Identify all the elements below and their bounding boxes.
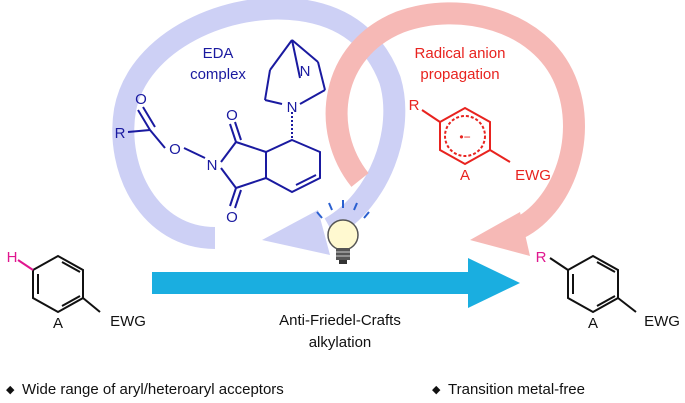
feature-item-1: ◆ Wide range of aryl/heteroaryl acceptor… xyxy=(6,381,284,398)
radical-title-line1: Radical anion xyxy=(415,45,506,62)
product-a-label: A xyxy=(588,315,598,332)
radical-r-label: R xyxy=(409,97,420,114)
feature-bullet-1: ◆ xyxy=(6,384,15,396)
product-structure xyxy=(549,254,637,314)
eda-title-line2: complex xyxy=(190,66,246,83)
radical-title-line2: propagation xyxy=(420,66,499,83)
radical-anion-structure xyxy=(421,106,511,166)
substrate-structure xyxy=(17,254,101,314)
eda-o-carbonyl-label: O xyxy=(135,91,147,108)
substrate-ewg-label: EWG xyxy=(110,313,146,330)
reaction-label-line1: Anti-Friedel-Crafts xyxy=(279,312,401,329)
feature-text-2: Transition metal-free xyxy=(448,381,585,398)
eda-n-imide-label: N xyxy=(207,157,218,174)
reaction-label-line2: alkylation xyxy=(309,334,372,351)
eda-r-label: R xyxy=(115,125,126,142)
eda-complex-atom-labels: R O O N O O N N xyxy=(115,63,311,226)
feature-text-1: Wide range of aryl/heteroaryl acceptors xyxy=(22,381,284,398)
eda-o-imide-bottom-label: O xyxy=(226,209,238,226)
eda-cycle-arrow xyxy=(112,0,406,255)
eda-n-amine-label: N xyxy=(287,99,298,116)
eda-o-ester-label: O xyxy=(169,141,181,158)
eda-o-imide-top-label: O xyxy=(226,107,238,124)
substrate-labels: H A EWG xyxy=(7,249,146,332)
eda-title-line1: EDA xyxy=(203,45,234,62)
product-ewg-label: EWG xyxy=(644,313,680,330)
radical-ewg-label: EWG xyxy=(515,167,551,184)
radical-symbol: •− xyxy=(459,130,470,144)
radical-anion-labels: R A EWG •− xyxy=(409,97,551,184)
feature-item-2: ◆ Transition metal-free xyxy=(432,381,585,398)
radical-a-label: A xyxy=(460,167,470,184)
reaction-arrow xyxy=(152,258,520,308)
eda-n-amine-bridge-label: N xyxy=(300,63,311,80)
light-bulb-icon xyxy=(316,200,370,264)
substrate-h-label: H xyxy=(7,249,18,266)
product-r-label: R xyxy=(536,249,547,266)
product-labels: R A EWG xyxy=(536,249,680,332)
substrate-a-label: A xyxy=(53,315,63,332)
radical-cycle-arrow xyxy=(325,2,585,256)
feature-bullet-2: ◆ xyxy=(432,384,441,396)
eda-complex-structure xyxy=(127,39,326,209)
